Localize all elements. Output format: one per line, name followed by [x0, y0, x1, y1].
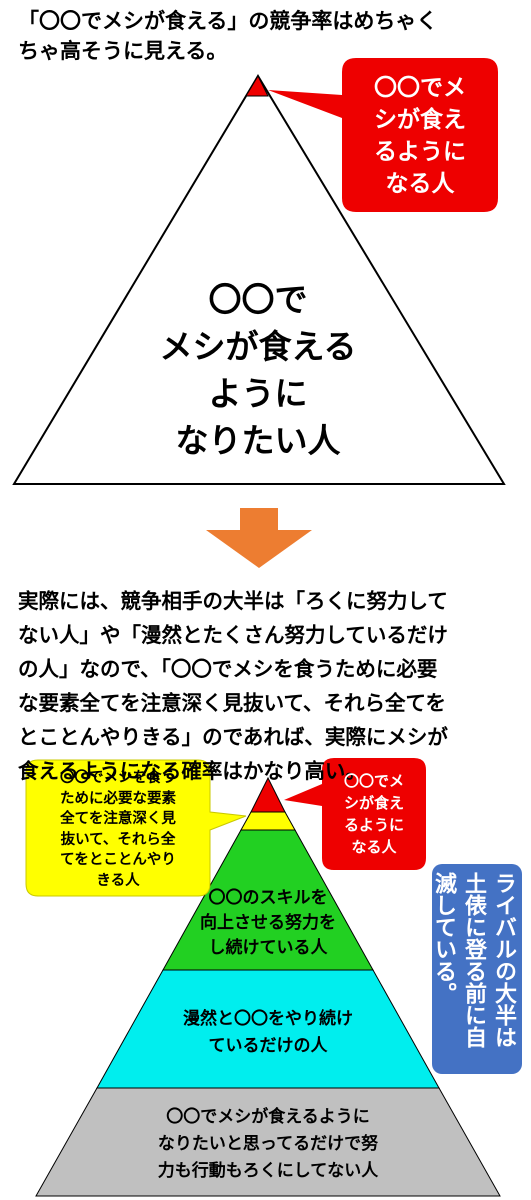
top-pyramid-label-line2: メシが食える [159, 327, 357, 366]
cyan-tier-line: ているだけの人 [208, 1036, 328, 1056]
top-pyramid-tip [245, 74, 269, 97]
red-callout-line: 〇〇でメ [343, 772, 404, 790]
green-tier-label: 〇〇のスキルを 向上させる努力を し続けている人 [168, 886, 368, 961]
top-pyramid-label-line4: なりたい人 [175, 421, 341, 460]
green-tier-line: 〇〇のスキルを [208, 888, 328, 908]
gray-tier-line: 〇〇でメシが食えるように [166, 1107, 370, 1127]
top-pyramid-label: 〇〇で メシが食える ように なりたい人 [110, 276, 406, 464]
red-callout-line: なる人 [351, 838, 397, 856]
yellow-callout-line: ために必要な要素 [60, 790, 176, 807]
blue-note-col2: 土俵に登る前に自 [461, 872, 486, 1048]
blue-note-col1: ライバルの大半は [491, 872, 516, 1048]
yellow-callout-line: 〇〇でメシを食う [60, 770, 176, 786]
tier-gray [35, 1087, 501, 1197]
yellow-callout-shape [25, 759, 247, 897]
header-title-line1: 「〇〇でメシが食える」の競争率はめちゃく [18, 9, 438, 33]
top-pyramid-triangle [12, 74, 506, 485]
explanation-line6: 食えるようになる確率はかなり高い。 [18, 759, 366, 783]
header-title: 「〇〇でメシが食える」の競争率はめちゃく ちゃ高そうに見える。 [18, 6, 518, 66]
yellow-callout-text: 〇〇でメシを食う ために必要な要素 全てを注意深く見 抜いて、それら全 てをとこ… [30, 768, 206, 891]
tier-yellow [240, 811, 296, 831]
top-callout-line2: シが食え [374, 107, 466, 133]
top-pyramid-label-line3: ように [208, 374, 308, 413]
top-callout-line3: るように [374, 139, 466, 165]
yellow-callout-line: 抜いて、それら全 [60, 831, 176, 848]
blue-note-shape [432, 864, 522, 1074]
top-pyramid-label-line1: 〇〇で [208, 280, 308, 319]
red-callout-line: るように [343, 816, 404, 834]
cyan-tier-label: 漫然と〇〇をやり続け ているだけの人 [130, 1006, 406, 1060]
header-title-line2: ちゃ高そうに見える。 [18, 39, 228, 63]
cyan-tier-line: 漫然と〇〇をやり続け [183, 1009, 353, 1029]
top-callout-shape [268, 58, 498, 212]
yellow-callout-line: 全てを注意深く見 [60, 811, 176, 827]
explanation-line4: な要素全てを注意深く見抜いて、それら全てを [18, 691, 447, 715]
top-callout-line1: 〇〇でメ [374, 75, 466, 101]
yellow-callout-line: てをとことんやり [60, 852, 176, 868]
explanation-line1: 実際には、競争相手の大半は「ろくに努力して [18, 589, 448, 613]
explanation-line5: とことんやりきる」のであれば、実際にメシが [18, 725, 448, 749]
explanation-line2: ない人」や「漫然とたくさん努力しているだけ [18, 623, 448, 647]
explanation-paragraph: 実際には、競争相手の大半は「ろくに努力して ない人」や「漫然とたくさん努力してい… [18, 584, 528, 788]
top-callout-text: 〇〇でメ シが食え るように なる人 [348, 72, 492, 200]
down-arrow-icon [206, 508, 312, 568]
blue-note-col3: 滅している。 [431, 872, 456, 1004]
gray-tier-label: 〇〇でメシが食えるように なりたいと思ってるだけで努 力も行動もろくにしてない人 [100, 1104, 436, 1185]
gray-tier-line: 力も行動もろくにしてない人 [157, 1161, 379, 1181]
yellow-callout-line: きる人 [96, 872, 140, 889]
red-callout-shape [284, 758, 426, 870]
gray-tier-line: なりたいと思ってるだけで努 [157, 1134, 379, 1154]
explanation-line3: の人」なので、「〇〇でメシを食うために必要 [18, 657, 438, 681]
blue-note-text: ライバルの大半は 土俵に登る前に自 滅している。 [431, 872, 518, 1072]
red-callout-text: 〇〇でメ シが食え るように なる人 [326, 770, 422, 858]
green-tier-line: 向上させる努力を [200, 913, 336, 933]
red-callout-line: シが食え [343, 794, 404, 812]
green-tier-line: し続けている人 [208, 938, 328, 958]
top-callout-line4: なる人 [385, 171, 455, 197]
